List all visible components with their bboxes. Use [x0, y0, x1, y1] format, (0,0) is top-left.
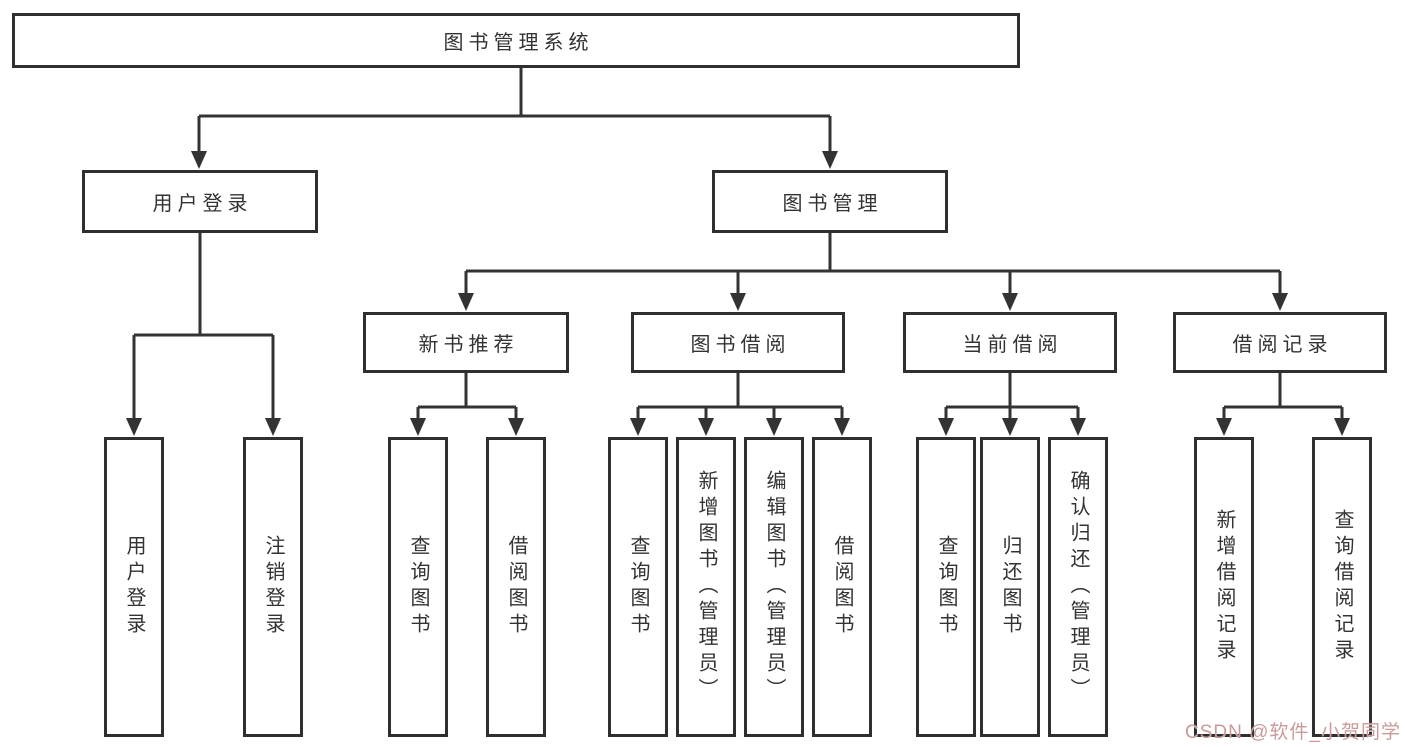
node-book-borrow-label: 图书借阅 [690, 334, 791, 356]
leaf-edit-book-admin-label: 编辑图书（管理员） [763, 470, 785, 704]
leaf-query-book-recommend-label: 查询图书 [407, 535, 429, 639]
leaf-query-book-current-label: 查询图书 [935, 535, 957, 639]
node-new-book-recommend: 新书推荐 [363, 312, 569, 373]
node-current-borrow: 当前借阅 [903, 312, 1117, 373]
leaf-add-borrow-record: 新增借阅记录 [1194, 437, 1254, 737]
leaf-query-book-recommend: 查询图书 [388, 437, 448, 737]
leaf-add-book-admin: 新增图书（管理员） [676, 437, 736, 737]
leaf-edit-book-admin: 编辑图书（管理员） [744, 437, 804, 737]
node-user-login: 用户登录 [82, 170, 318, 233]
node-book-management-label: 图书管理 [782, 193, 883, 215]
leaf-logout-login-label: 注销登录 [262, 535, 284, 639]
leaf-return-book: 归还图书 [980, 437, 1040, 737]
leaf-borrow-book: 借阅图书 [812, 437, 872, 737]
node-root-label: 图书管理系统 [443, 32, 594, 54]
leaf-query-borrow-record-label: 查询借阅记录 [1331, 509, 1353, 665]
leaf-logout-login: 注销登录 [243, 437, 303, 737]
leaf-query-book-borrow-label: 查询图书 [627, 535, 649, 639]
leaf-query-book-current: 查询图书 [916, 437, 976, 737]
leaf-return-book-label: 归还图书 [999, 535, 1021, 639]
leaf-add-borrow-record-label: 新增借阅记录 [1213, 509, 1235, 665]
leaf-borrow-book-recommend-label: 借阅图书 [505, 535, 527, 639]
node-borrow-record-label: 借阅记录 [1232, 334, 1333, 356]
node-root: 图书管理系统 [12, 13, 1020, 68]
node-current-borrow-label: 当前借阅 [962, 334, 1063, 356]
leaf-borrow-book-label: 借阅图书 [831, 535, 853, 639]
leaf-query-book-borrow: 查询图书 [608, 437, 668, 737]
node-book-borrow: 图书借阅 [631, 312, 845, 373]
node-borrow-record: 借阅记录 [1173, 312, 1387, 373]
node-new-book-recommend-label: 新书推荐 [418, 334, 519, 356]
leaf-user-login-label: 用户登录 [123, 535, 145, 639]
node-user-login-label: 用户登录 [152, 193, 253, 215]
leaf-user-login: 用户登录 [104, 437, 164, 737]
leaf-query-borrow-record: 查询借阅记录 [1312, 437, 1372, 737]
leaf-confirm-return-admin: 确认归还（管理员） [1048, 437, 1108, 737]
watermark: CSDN @软件_小贺同学 [1185, 722, 1401, 743]
node-book-management: 图书管理 [712, 170, 948, 233]
leaf-add-book-admin-label: 新增图书（管理员） [695, 470, 717, 704]
leaf-borrow-book-recommend: 借阅图书 [486, 437, 546, 737]
leaf-confirm-return-admin-label: 确认归还（管理员） [1067, 470, 1089, 704]
